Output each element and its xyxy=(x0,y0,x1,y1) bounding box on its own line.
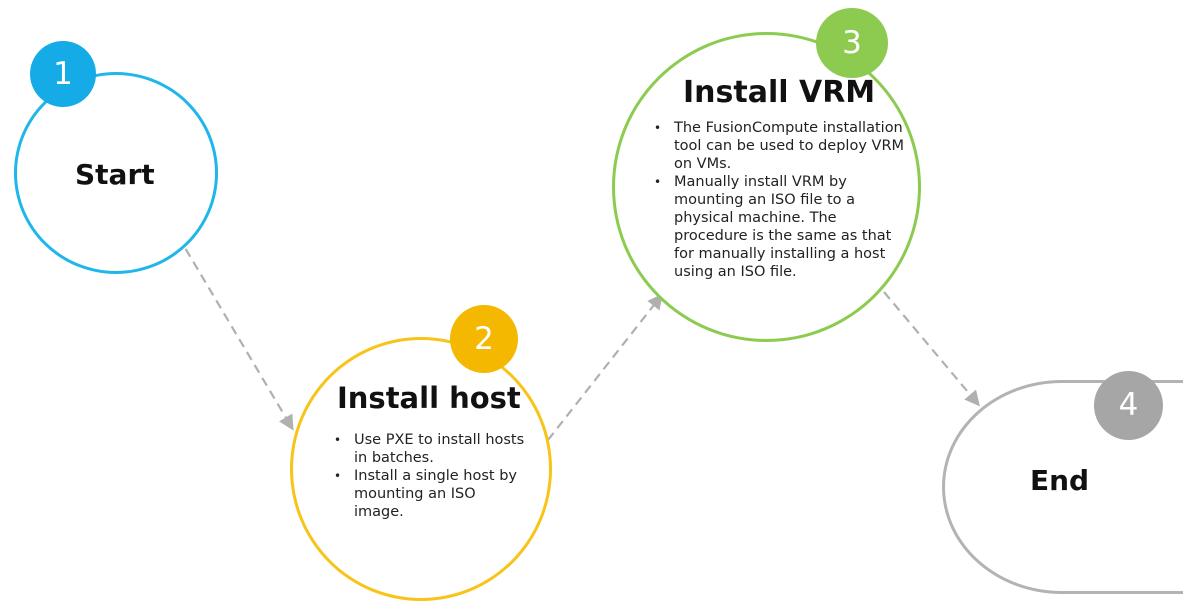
step-start-title: Start xyxy=(75,158,155,191)
bullet-item: Use PXE to install hosts in batches. xyxy=(330,431,530,467)
bullet-item: Install a single host by mounting an ISO… xyxy=(330,467,530,521)
step-2-badge: 2 xyxy=(450,305,518,373)
connector-arrow-start-to-host xyxy=(177,235,294,431)
step-install-vrm-title: Install VRM xyxy=(683,75,876,110)
connector-arrow-vrm-to-end xyxy=(883,291,980,407)
bullet-item: Manually install VRM by mounting an ISO … xyxy=(650,173,912,281)
bullet-item: The FusionCompute installation tool can … xyxy=(650,119,912,173)
step-start-circle xyxy=(14,72,218,274)
step-4-badge: 4 xyxy=(1094,371,1163,440)
step-install-vrm-bullet-list: The FusionCompute installation tool can … xyxy=(650,119,912,281)
step-install-host-title: Install host xyxy=(337,381,521,415)
connector-arrow-host-to-vrm xyxy=(547,293,663,441)
step-install-host-bullet-list: Use PXE to install hosts in batches. Ins… xyxy=(330,431,530,521)
step-end-title: End xyxy=(1030,464,1090,497)
step-1-badge: 1 xyxy=(30,41,96,107)
step-3-badge: 3 xyxy=(816,8,888,78)
